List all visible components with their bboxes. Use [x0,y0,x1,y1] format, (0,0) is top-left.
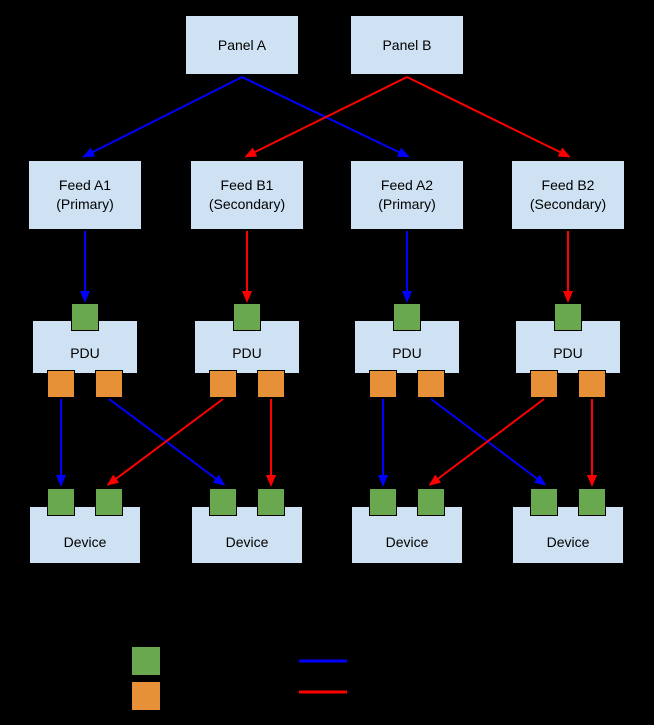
feed-a1-label: Feed A1 [58,177,112,194]
device2-input-port-left [209,488,237,516]
device4-node: Device [512,506,624,564]
device4-input-port-left [530,488,558,516]
pdu3-label: PDU [392,344,422,361]
device4-label: Device [546,533,590,550]
feed-a2-node: Feed A2 (Primary) [350,160,464,230]
pdu4-input-port [554,303,582,331]
panel-b-label: Panel B [382,36,432,53]
feed-b2-node: Feed B2 (Secondary) [511,160,625,230]
feed-b1-node: Feed B1 (Secondary) [190,160,304,230]
pdu1-node: PDU [32,320,138,374]
pdu1-label: PDU [70,344,100,361]
panel-a-label: Panel A [217,36,267,53]
device2-node: Device [191,506,303,564]
device1-input-port-left [47,488,75,516]
feed-a1-node: Feed A1 (Primary) [28,160,142,230]
feed-b1-label: Feed B1 [220,177,274,194]
arrow-pdu2-to-device1 [106,398,224,486]
arrow-panel-a-to-feed-a2 [241,76,410,158]
pdu3-input-port [393,303,421,331]
device3-input-port-right [417,488,445,516]
arrow-panel-b-to-feed-b1 [244,76,408,158]
device1-node: Device [29,506,141,564]
arrow-panel-a-to-feed-a1 [82,76,243,158]
pdu1-output-port-right [95,370,123,398]
pdu4-label: PDU [553,344,583,361]
arrow-pdu4-to-device3 [428,398,545,486]
pdu3-output-port-right [417,370,445,398]
device3-input-port-left [369,488,397,516]
device3-node: Device [351,506,463,564]
pdu2-output-port-right [257,370,285,398]
legend-input-port-swatch [131,646,161,676]
device1-input-port-right [95,488,123,516]
pdu2-label: PDU [232,344,262,361]
arrow-pdu1-to-device2 [108,398,226,486]
feed-a1-sublabel: (Primary) [56,196,114,212]
pdu2-input-port [233,303,261,331]
pdu2-output-port-left [209,370,237,398]
feed-a2-label: Feed A2 [380,177,434,194]
legend-output-port-swatch [131,681,161,711]
feed-a2-sublabel: (Primary) [378,196,436,212]
device2-input-port-right [257,488,285,516]
panel-b-node: Panel B [350,15,464,75]
pdu3-output-port-left [369,370,397,398]
pdu4-output-port-left [530,370,558,398]
feed-b2-label: Feed B2 [541,177,595,194]
pdu4-output-port-right [578,370,606,398]
pdu1-output-port-left [47,370,75,398]
device3-label: Device [385,533,429,550]
feed-b2-sublabel: (Secondary) [529,196,607,212]
pdu1-input-port [71,303,99,331]
panel-a-node: Panel A [185,15,299,75]
arrow-panel-b-to-feed-b2 [406,76,571,158]
arrow-pdu3-to-device4 [430,398,547,486]
device2-label: Device [225,533,269,550]
device1-label: Device [63,533,107,550]
feed-b1-sublabel: (Secondary) [208,196,286,212]
device4-input-port-right [578,488,606,516]
